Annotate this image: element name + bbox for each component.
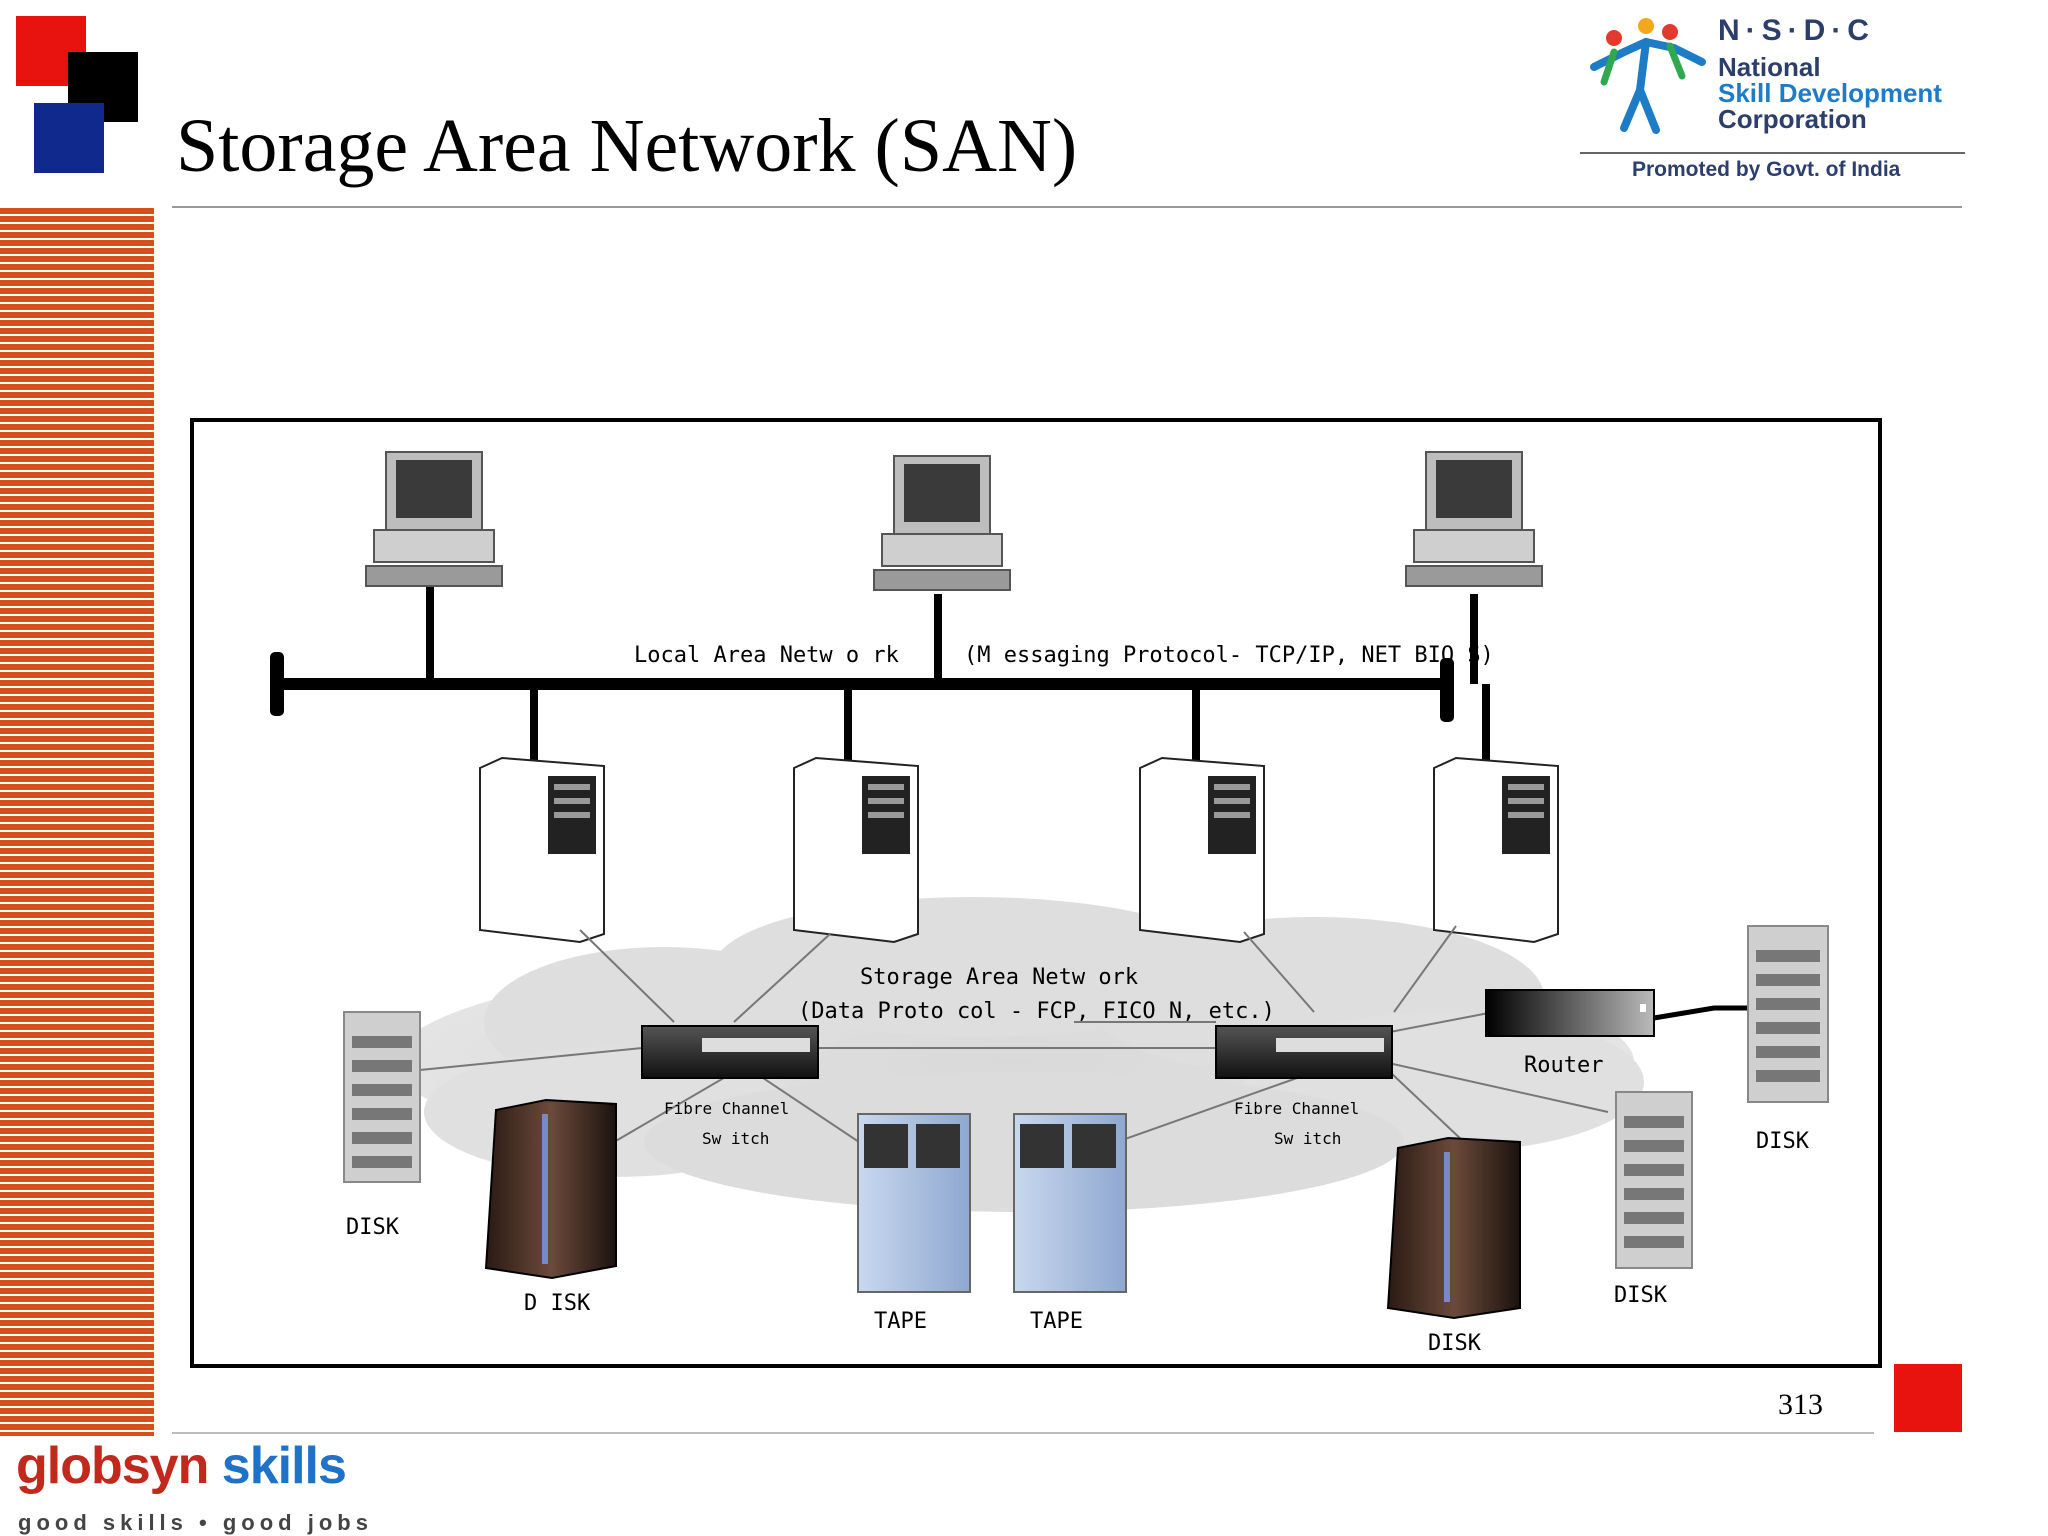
san-label: Storage Area Netw ork xyxy=(860,965,1138,990)
fibre-channel-switch-right xyxy=(1215,1025,1393,1079)
server-3 xyxy=(1139,756,1265,944)
nsdc-abbreviation: N·S·D·C xyxy=(1718,14,1875,47)
brand-part1: globsyn xyxy=(16,1437,209,1495)
workstation-left xyxy=(365,451,503,587)
tape-2-label: TAPE xyxy=(1030,1309,1083,1334)
fibre-channel-switch-left xyxy=(641,1025,819,1079)
tape-library-1 xyxy=(857,1113,971,1293)
left-striped-bar xyxy=(0,208,154,1436)
workstation-right xyxy=(1405,451,1543,587)
router xyxy=(1485,989,1655,1037)
nsdc-name-line3: Corporation xyxy=(1718,104,1867,134)
disk-far-right-label: DISK xyxy=(1756,1129,1810,1154)
san-protocol-label: (Data Proto col - FCP, FICO N, etc.) xyxy=(798,999,1275,1024)
san-diagram: Local Area Netw o rk (M essaging Protoco… xyxy=(270,451,1829,1356)
workstation-center xyxy=(873,455,1011,591)
lan-protocol-label: (M essaging Protocol- TCP/IP, NET BIO S) xyxy=(964,643,1494,668)
san-diagram-frame: Local Area Netw o rk (M essaging Protoco… xyxy=(190,418,1882,1368)
slide-title: Storage Area Network (SAN) xyxy=(176,104,1078,188)
switch-left-label-line1: Fibre Channel xyxy=(664,1099,789,1118)
brand-tagline: good skills • good jobs xyxy=(18,1510,373,1535)
disk-right-shelf-label: DISK xyxy=(1614,1283,1668,1308)
router-label: Router xyxy=(1524,1053,1603,1078)
disk-left-tower-label: D ISK xyxy=(524,1291,591,1316)
nsdc-name-line1: National xyxy=(1718,52,1821,82)
router-link xyxy=(1653,1005,1748,1021)
nsdc-name-line2: Skill Development xyxy=(1718,78,1942,108)
nsdc-promoted-text: Promoted by Govt. of India xyxy=(1632,158,1901,181)
corner-red-square xyxy=(1894,1364,1962,1432)
disk-right-tower-label: DISK xyxy=(1428,1331,1482,1356)
san-links xyxy=(419,925,1609,1153)
disk-far-left-label: DISK xyxy=(346,1215,400,1240)
switch-right-label-line1: Fibre Channel xyxy=(1234,1099,1359,1118)
tape-1-label: TAPE xyxy=(874,1309,927,1334)
disk-shelf-far-right xyxy=(1747,925,1829,1103)
nsdc-divider xyxy=(1580,152,1965,154)
brand-part2: skills xyxy=(221,1437,347,1495)
globsyn-brand: globsyn skills xyxy=(16,1436,347,1496)
switch-right-label-line2: Sw itch xyxy=(1274,1129,1341,1148)
server-1 xyxy=(479,756,605,944)
title-divider xyxy=(172,206,1962,208)
disk-tower-left xyxy=(484,1098,617,1280)
disk-tower-right xyxy=(1386,1136,1521,1320)
switch-left-label-line2: Sw itch xyxy=(702,1129,769,1148)
disk-shelf-far-left xyxy=(343,1011,421,1183)
footer-divider xyxy=(172,1432,1874,1434)
disk-shelf-right xyxy=(1615,1091,1693,1269)
lan-bus xyxy=(270,584,1490,762)
corner-logo-blue-square xyxy=(34,103,104,173)
server-2 xyxy=(793,756,919,944)
page-number: 313 xyxy=(1778,1388,1823,1421)
lan-label: Local Area Netw o rk xyxy=(634,643,899,668)
nsdc-figures-icon xyxy=(1590,18,1706,134)
tape-library-2 xyxy=(1013,1113,1127,1293)
server-4 xyxy=(1433,756,1559,944)
